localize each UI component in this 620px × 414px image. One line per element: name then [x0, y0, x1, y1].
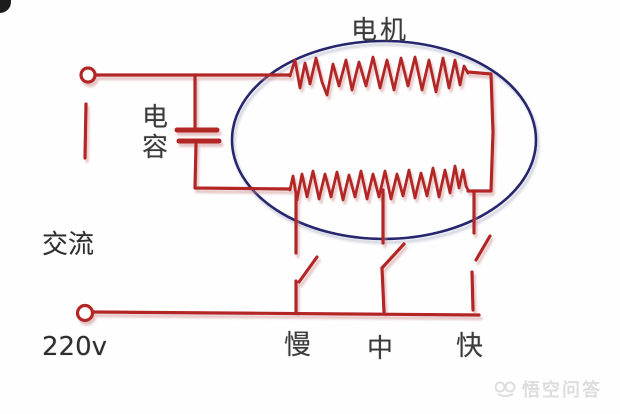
switch-fast-blade [474, 234, 492, 262]
ac-source-label: 交流 220v [42, 160, 107, 414]
motor-label: 电机 [351, 16, 410, 46]
capacitor-symbol [174, 73, 292, 191]
terminal-stub [83, 102, 88, 160]
bottom-bus [91, 310, 481, 317]
switch-medium-bottom-lead [380, 266, 386, 314]
right-connector [466, 70, 495, 193]
capacitor-label: 电容 [142, 103, 169, 163]
ac-voltage-line2: 220v [42, 332, 108, 362]
switch-fast-label: 快 [456, 331, 483, 362]
switch-medium [380, 188, 406, 314]
top-terminal [79, 66, 97, 84]
switch-slow-blade [297, 255, 319, 284]
watermark-text: 悟空问答 [522, 380, 602, 401]
ac-source-line1: 交流 [42, 230, 95, 260]
capacitor-lead-bottom [193, 142, 292, 191]
watermark: 悟空问答 [495, 377, 602, 401]
watermark-logo-icon [495, 381, 516, 397]
switch-slow-label: 慢 [284, 330, 311, 361]
main-winding [288, 55, 470, 97]
switch-medium-blade [380, 242, 406, 270]
image-corner-artifact [0, 0, 11, 13]
start-winding [288, 164, 470, 202]
switch-slow [294, 191, 319, 314]
switch-medium-label: 中 [367, 334, 394, 364]
switch-fast [470, 189, 492, 312]
switch-fast-bottom-lead [470, 270, 475, 312]
